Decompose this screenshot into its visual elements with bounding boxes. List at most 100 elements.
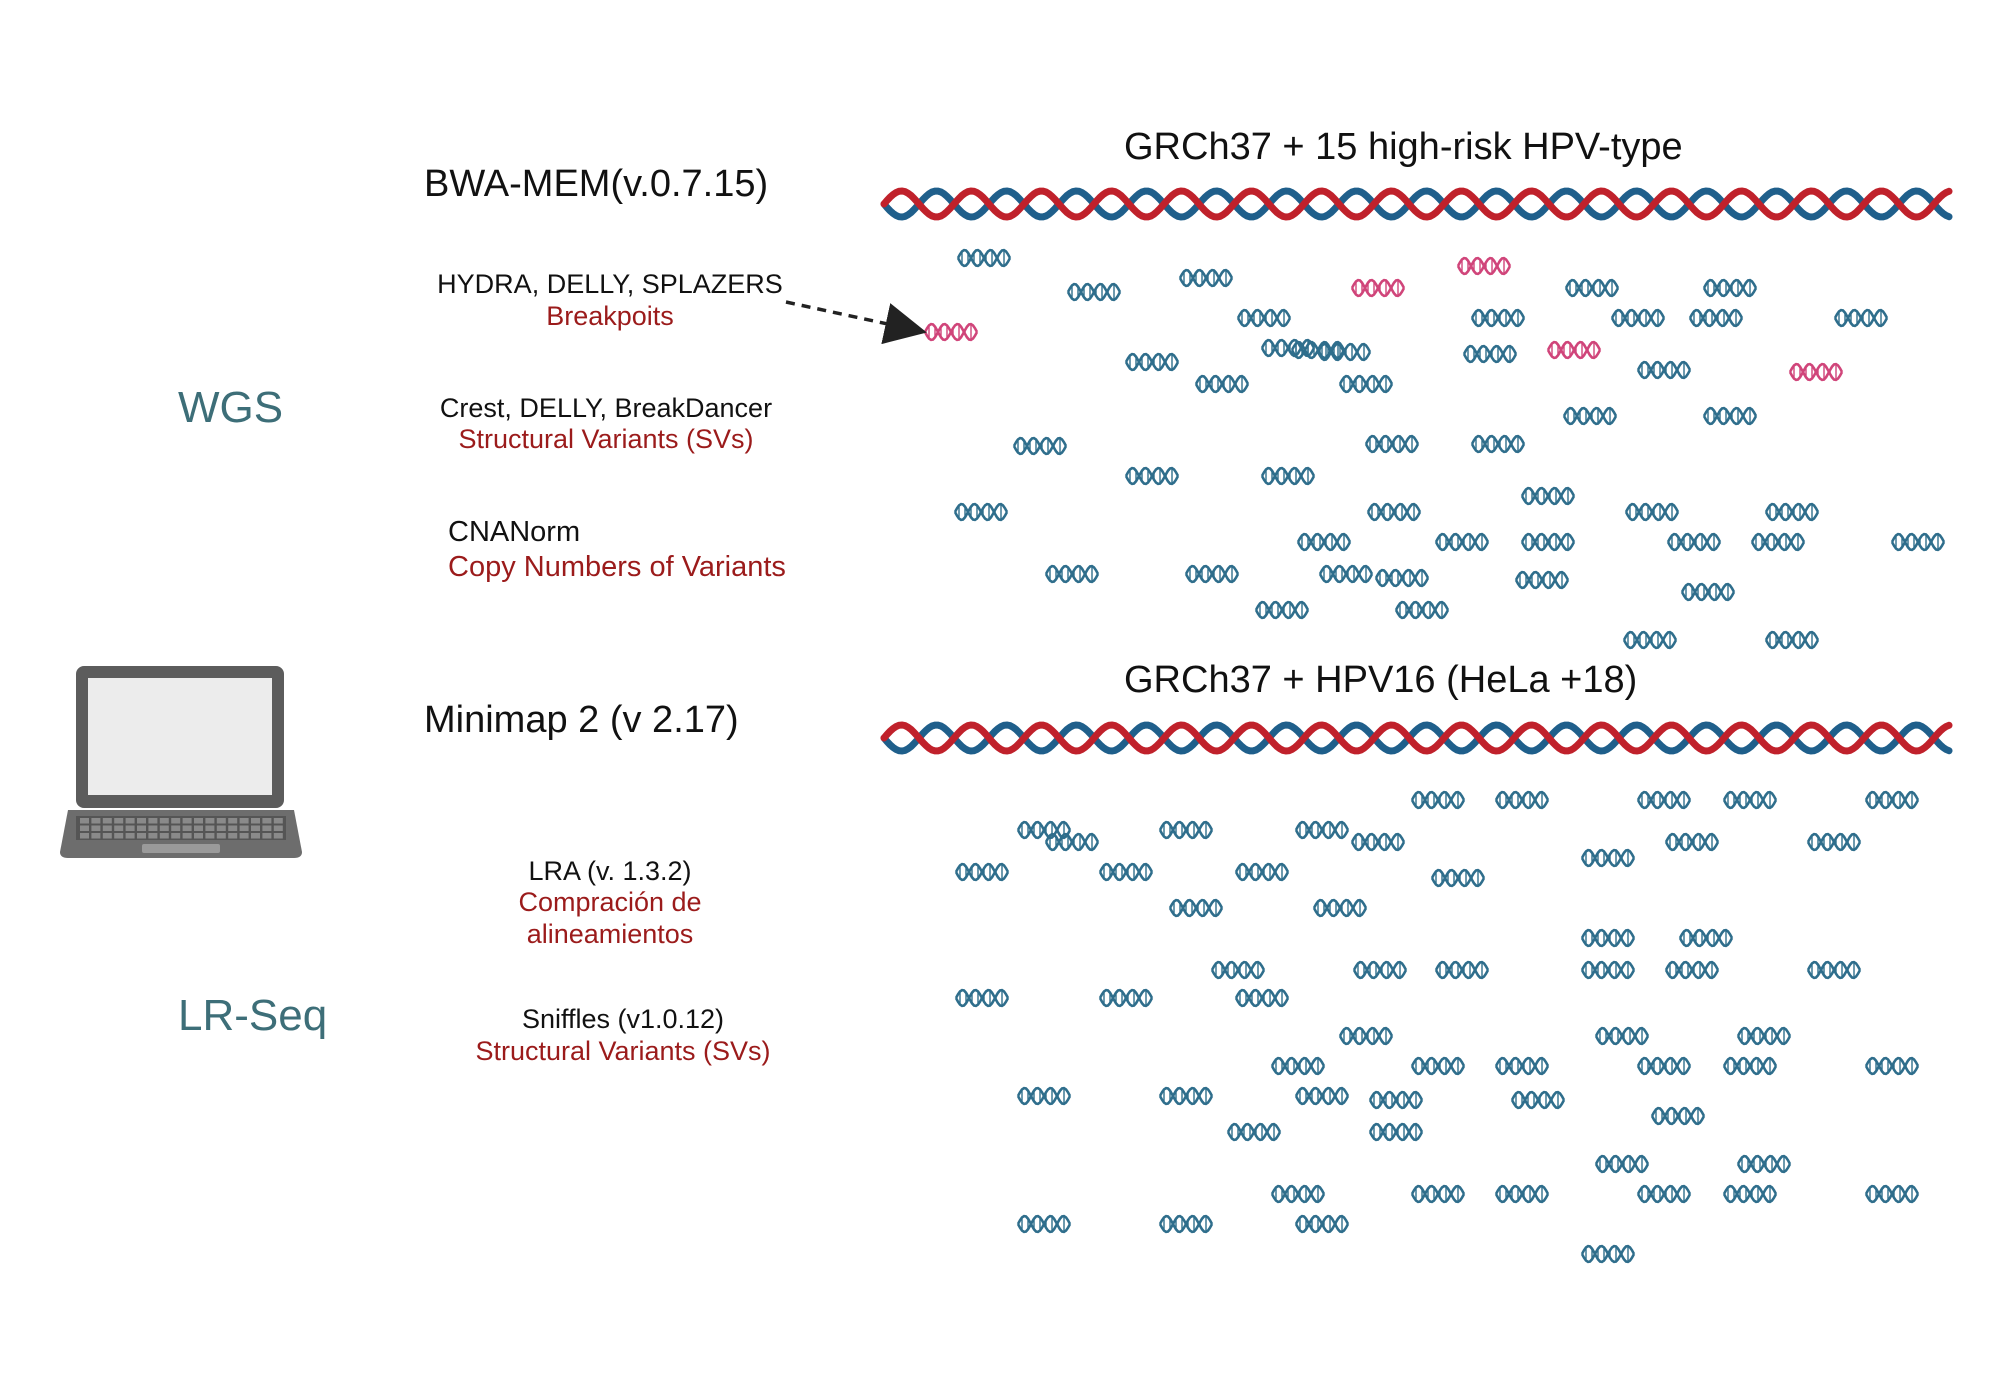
dna-read-icon <box>1316 342 1372 362</box>
dna-read-icon <box>1350 832 1406 852</box>
dna-read-icon <box>1580 1244 1636 1264</box>
dna-read-icon <box>1210 960 1266 980</box>
dna-read-icon <box>1864 1056 1920 1076</box>
dna-read-icon <box>1338 1026 1394 1046</box>
dashed-arrow-icon <box>785 300 927 345</box>
dna-read-icon <box>1750 532 1806 552</box>
dna-read-icon <box>1624 502 1680 522</box>
reference-helix-lrseq <box>880 721 1953 755</box>
dna-read-icon <box>1236 308 1292 328</box>
wgs-tool-3-name: CNANorm <box>448 516 581 548</box>
dna-read-icon <box>1270 1056 1326 1076</box>
dna-read-icon <box>1494 1056 1550 1076</box>
dna-read-icon <box>1594 1026 1650 1046</box>
dna-read-icon <box>953 502 1009 522</box>
dna-read-icon <box>1864 790 1920 810</box>
wgs-label: WGS <box>178 383 284 432</box>
dna-read-icon <box>1664 960 1720 980</box>
wgs-tool-2-name: Crest, DELLY, BreakDancer <box>439 393 773 423</box>
dna-read-icon <box>1580 928 1636 948</box>
dna-read-icon <box>1510 1090 1566 1110</box>
lrseq-tool-2-name: Sniffles (v1.0.12) <box>521 1004 725 1034</box>
dna-read-icon <box>1178 268 1234 288</box>
dna-read-icon <box>1610 308 1666 328</box>
wgs-tool-1-result: Breakpoits <box>546 301 674 331</box>
dna-read-icon <box>1680 582 1736 602</box>
dna-read-icon <box>1806 832 1862 852</box>
lrseq-reference: GRCh37 + HPV16 (HeLa +18) <box>1124 659 1638 701</box>
dna-read-icon <box>1312 898 1368 918</box>
dna-read-icon <box>1456 256 1512 276</box>
dna-read-icon <box>1736 1026 1792 1046</box>
dna-read-icon <box>923 322 979 342</box>
dna-read-icon <box>1702 406 1758 426</box>
dna-read-icon <box>1514 570 1570 590</box>
dna-read-icon <box>1430 868 1486 888</box>
dna-read-icon <box>1562 406 1618 426</box>
dna-read-icon <box>1044 564 1100 584</box>
dna-read-icon <box>1864 1184 1920 1204</box>
dna-read-icon <box>1806 960 1862 980</box>
dna-read-icon <box>1722 1056 1778 1076</box>
dna-read-icon <box>1234 862 1290 882</box>
dna-read-icon <box>1158 1214 1214 1234</box>
dna-read-icon <box>1722 790 1778 810</box>
dna-read-icon <box>1666 532 1722 552</box>
dna-read-icon <box>1374 568 1430 588</box>
dna-read-icon <box>1622 630 1678 650</box>
reference-helix-wgs <box>880 187 1953 221</box>
dna-read-icon <box>1546 340 1602 360</box>
dna-read-icon <box>1294 820 1350 840</box>
dna-read-icon <box>1494 790 1550 810</box>
dna-read-icon <box>954 862 1010 882</box>
dna-read-icon <box>1044 832 1100 852</box>
laptop-icon <box>58 664 304 864</box>
dna-read-icon <box>1434 532 1490 552</box>
dna-read-icon <box>1736 1154 1792 1174</box>
dna-read-icon <box>1702 278 1758 298</box>
dna-read-icon <box>1434 960 1490 980</box>
dna-read-icon <box>1016 1086 1072 1106</box>
dna-read-icon <box>1226 1122 1282 1142</box>
dna-read-icon <box>1294 1214 1350 1234</box>
reads-lrseq <box>954 790 1920 1264</box>
dna-read-icon <box>1594 1154 1650 1174</box>
dna-read-icon <box>1296 532 1352 552</box>
wgs-tool-1-name: HYDRA, DELLY, SPLAZERS <box>437 269 783 299</box>
dna-read-icon <box>1520 532 1576 552</box>
dna-read-icon <box>1494 1184 1550 1204</box>
helix-strand-blue <box>880 721 1953 755</box>
dna-read-icon <box>1366 502 1422 522</box>
dna-read-icon <box>1016 1214 1072 1234</box>
dna-read-icon <box>1462 344 1518 364</box>
dna-read-icon <box>1368 1090 1424 1110</box>
dna-read-icon <box>1688 308 1744 328</box>
dna-read-icon <box>1394 600 1450 620</box>
lrseq-aligner: Minimap 2 (v 2.17) <box>424 699 739 741</box>
dna-read-icon <box>1664 832 1720 852</box>
dna-read-icon <box>1580 960 1636 980</box>
dna-read-icon <box>1168 898 1224 918</box>
helix-strand-blue <box>880 187 1953 221</box>
dna-read-icon <box>1564 278 1620 298</box>
dna-read-icon <box>1364 434 1420 454</box>
dna-read-icon <box>1098 988 1154 1008</box>
dna-read-icon <box>1722 1184 1778 1204</box>
dna-read-icon <box>1410 1056 1466 1076</box>
dna-read-icon <box>1338 374 1394 394</box>
dna-read-icon <box>1124 466 1180 486</box>
dna-read-icon <box>1124 352 1180 372</box>
lrseq-tool-1-result-line2: alineamientos <box>526 919 694 949</box>
dna-read-icon <box>1650 1106 1706 1126</box>
helix-strand-red <box>880 187 1953 221</box>
dna-read-icon <box>1260 338 1316 358</box>
dna-read-icon <box>1318 564 1374 584</box>
dna-read-icon <box>1764 502 1820 522</box>
dna-read-icon <box>1270 1184 1326 1204</box>
dna-read-icon <box>1636 1184 1692 1204</box>
dna-read-icon <box>954 988 1010 1008</box>
dna-read-icon <box>1260 466 1316 486</box>
wgs-reference: GRCh37 + 15 high-risk HPV-type <box>1124 126 1683 168</box>
helix-strand-red <box>880 721 1953 755</box>
